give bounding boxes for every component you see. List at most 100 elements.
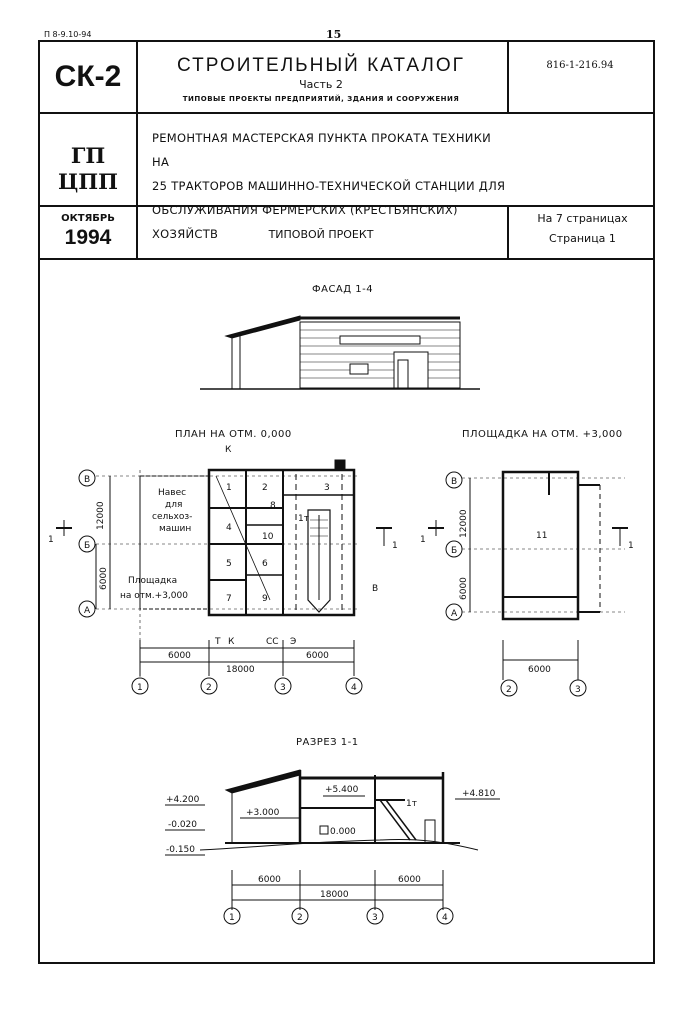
- platform-label: на отм.+3,000: [120, 591, 188, 601]
- project-type: ТИПОВОЙ ПРОЕКТ: [268, 228, 374, 241]
- month: ОКТЯБРЬ: [61, 213, 115, 224]
- axis-number: 3: [575, 685, 581, 695]
- description-line: 25 ТРАКТОРОВ МАШИННО-ТЕХНИЧЕСКОЙ СТАНЦИИ…: [152, 179, 506, 193]
- room-number: 4: [226, 523, 232, 533]
- dim-label: 18000: [320, 890, 349, 900]
- section-marker: 1: [420, 535, 426, 545]
- grid-line: [136, 40, 138, 258]
- level-mark: +4.810: [462, 789, 496, 799]
- grid-line: [38, 112, 655, 114]
- dim-label: 6000: [528, 665, 551, 675]
- description-line: РЕМОНТНАЯ МАСТЕРСКАЯ ПУНКТА ПРОКАТА ТЕХН…: [152, 131, 492, 169]
- grid-line: [507, 40, 509, 112]
- platform-drawing: [428, 470, 628, 697]
- axis-number: 2: [506, 685, 512, 695]
- catalog-subtitle: ТИПОВЫЕ ПРОЕКТЫ ПРЕДПРИЯТИЙ, ЗДАНИЯ И СО…: [182, 95, 460, 103]
- dim-label: 6000: [168, 651, 191, 661]
- canopy-label: сельхоз-: [152, 512, 192, 522]
- grid-line: [38, 258, 655, 260]
- plan-drawing: [56, 459, 392, 695]
- section-marker: 1: [628, 541, 634, 551]
- platform-room: 11: [536, 531, 547, 541]
- room-number: 5: [226, 559, 232, 569]
- facade-drawing: [200, 315, 480, 390]
- platform-labels: В Б А 2 3 12000 6000 6000 11 1 1: [420, 477, 634, 695]
- dim-label: 6000: [398, 875, 421, 885]
- dim-label: 6000: [258, 875, 281, 885]
- canopy-label: машин: [159, 524, 191, 534]
- section-labels: +4.200 +3.000 -0.020 -0.150 +5.400 0.000…: [166, 785, 496, 923]
- room-number: 3: [324, 483, 330, 493]
- platform-title: ПЛОЩАДКА НА ОТМ. +3,000: [462, 429, 623, 440]
- room-number: 1т: [406, 799, 417, 809]
- canopy-label: для: [165, 500, 182, 510]
- axis-number: 1: [137, 683, 143, 693]
- page-number: 15: [326, 28, 342, 41]
- top-code: П 8-9.10-94: [44, 30, 92, 39]
- level-mark: +5.400: [325, 785, 359, 795]
- entry-label: В: [372, 584, 378, 594]
- dim-label: 6000: [99, 567, 109, 590]
- section-line-1: ГП: [70, 143, 106, 168]
- room-number: 6: [262, 559, 268, 569]
- series-code: СК-2: [54, 60, 122, 93]
- room-number: 8: [270, 501, 276, 511]
- entry-label: Э: [290, 637, 296, 647]
- dim-label: 6000: [459, 577, 469, 600]
- grid-line: [507, 205, 509, 258]
- room-number: 2: [262, 483, 268, 493]
- level-mark: -0.150: [166, 845, 195, 855]
- level-mark: -0.020: [168, 820, 197, 830]
- grid-line: [38, 205, 655, 207]
- level-mark: +3.000: [246, 808, 280, 818]
- axis-letter: Б: [451, 546, 457, 556]
- canopy-label: Навес: [158, 488, 186, 498]
- facade-title: ФАСАД 1-4: [312, 284, 373, 295]
- room-number: 1: [226, 483, 232, 493]
- catalog-title: СТРОИТЕЛЬНЫЙ КАТАЛОГ: [177, 55, 465, 76]
- axis-number: 2: [297, 913, 303, 923]
- page-current: Страница 1: [549, 232, 616, 245]
- axis-number: 3: [280, 683, 286, 693]
- year: 1994: [64, 226, 112, 249]
- doc-code: 816-1-216.94: [546, 60, 614, 71]
- room-number: 10: [262, 532, 274, 542]
- dim-label: 12000: [96, 501, 106, 530]
- section-marker: 1: [392, 541, 398, 551]
- level-mark: 0.000: [330, 827, 356, 837]
- axis-letter: В: [451, 477, 457, 487]
- entry-label: Т: [214, 637, 221, 647]
- level-mark: +4.200: [166, 795, 200, 805]
- dim-label: 6000: [306, 651, 329, 661]
- platform-label: Площадка: [128, 576, 177, 586]
- axis-letter: А: [84, 606, 91, 616]
- axis-number: 4: [442, 913, 448, 923]
- project-description: РЕМОНТНАЯ МАСТЕРСКАЯ ПУНКТА ПРОКАТА ТЕХН…: [152, 126, 512, 246]
- section-title: РАЗРЕЗ 1-1: [296, 737, 359, 748]
- axis-letter: В: [84, 475, 90, 485]
- plan-title: ПЛАН НА ОТМ. 0,000: [175, 429, 292, 440]
- entry-label: К: [225, 445, 232, 455]
- axis-number: 2: [206, 683, 212, 693]
- pages-total: На 7 страницах: [537, 212, 628, 225]
- section-marker: 1: [48, 535, 54, 545]
- dim-label: 18000: [226, 665, 255, 675]
- axis-number: 1: [229, 913, 235, 923]
- plan-labels: В Б А 1 2 3 4 12000 6000 6000 18000 6000…: [48, 445, 398, 693]
- entry-label: К: [228, 637, 235, 647]
- axis-letter: Б: [84, 541, 90, 551]
- entry-label: СС: [266, 637, 279, 647]
- axis-number: 4: [351, 683, 357, 693]
- description-line: ОБСЛУЖИВАНИЯ ФЕРМЕРСКИХ (КРЕСТЬЯНСКИХ) Х…: [152, 203, 458, 241]
- section-line-2: ЦПП: [58, 169, 118, 194]
- room-number: 7: [226, 594, 232, 604]
- room-number: 1т: [298, 514, 309, 524]
- dim-label: 12000: [459, 509, 469, 538]
- section-code: ГП ЦПП: [44, 143, 132, 195]
- room-number: 9: [262, 594, 268, 604]
- sheet-frame: [38, 40, 655, 964]
- catalog-part: Часть 2: [299, 78, 343, 91]
- axis-number: 3: [372, 913, 378, 923]
- axis-letter: А: [451, 609, 458, 619]
